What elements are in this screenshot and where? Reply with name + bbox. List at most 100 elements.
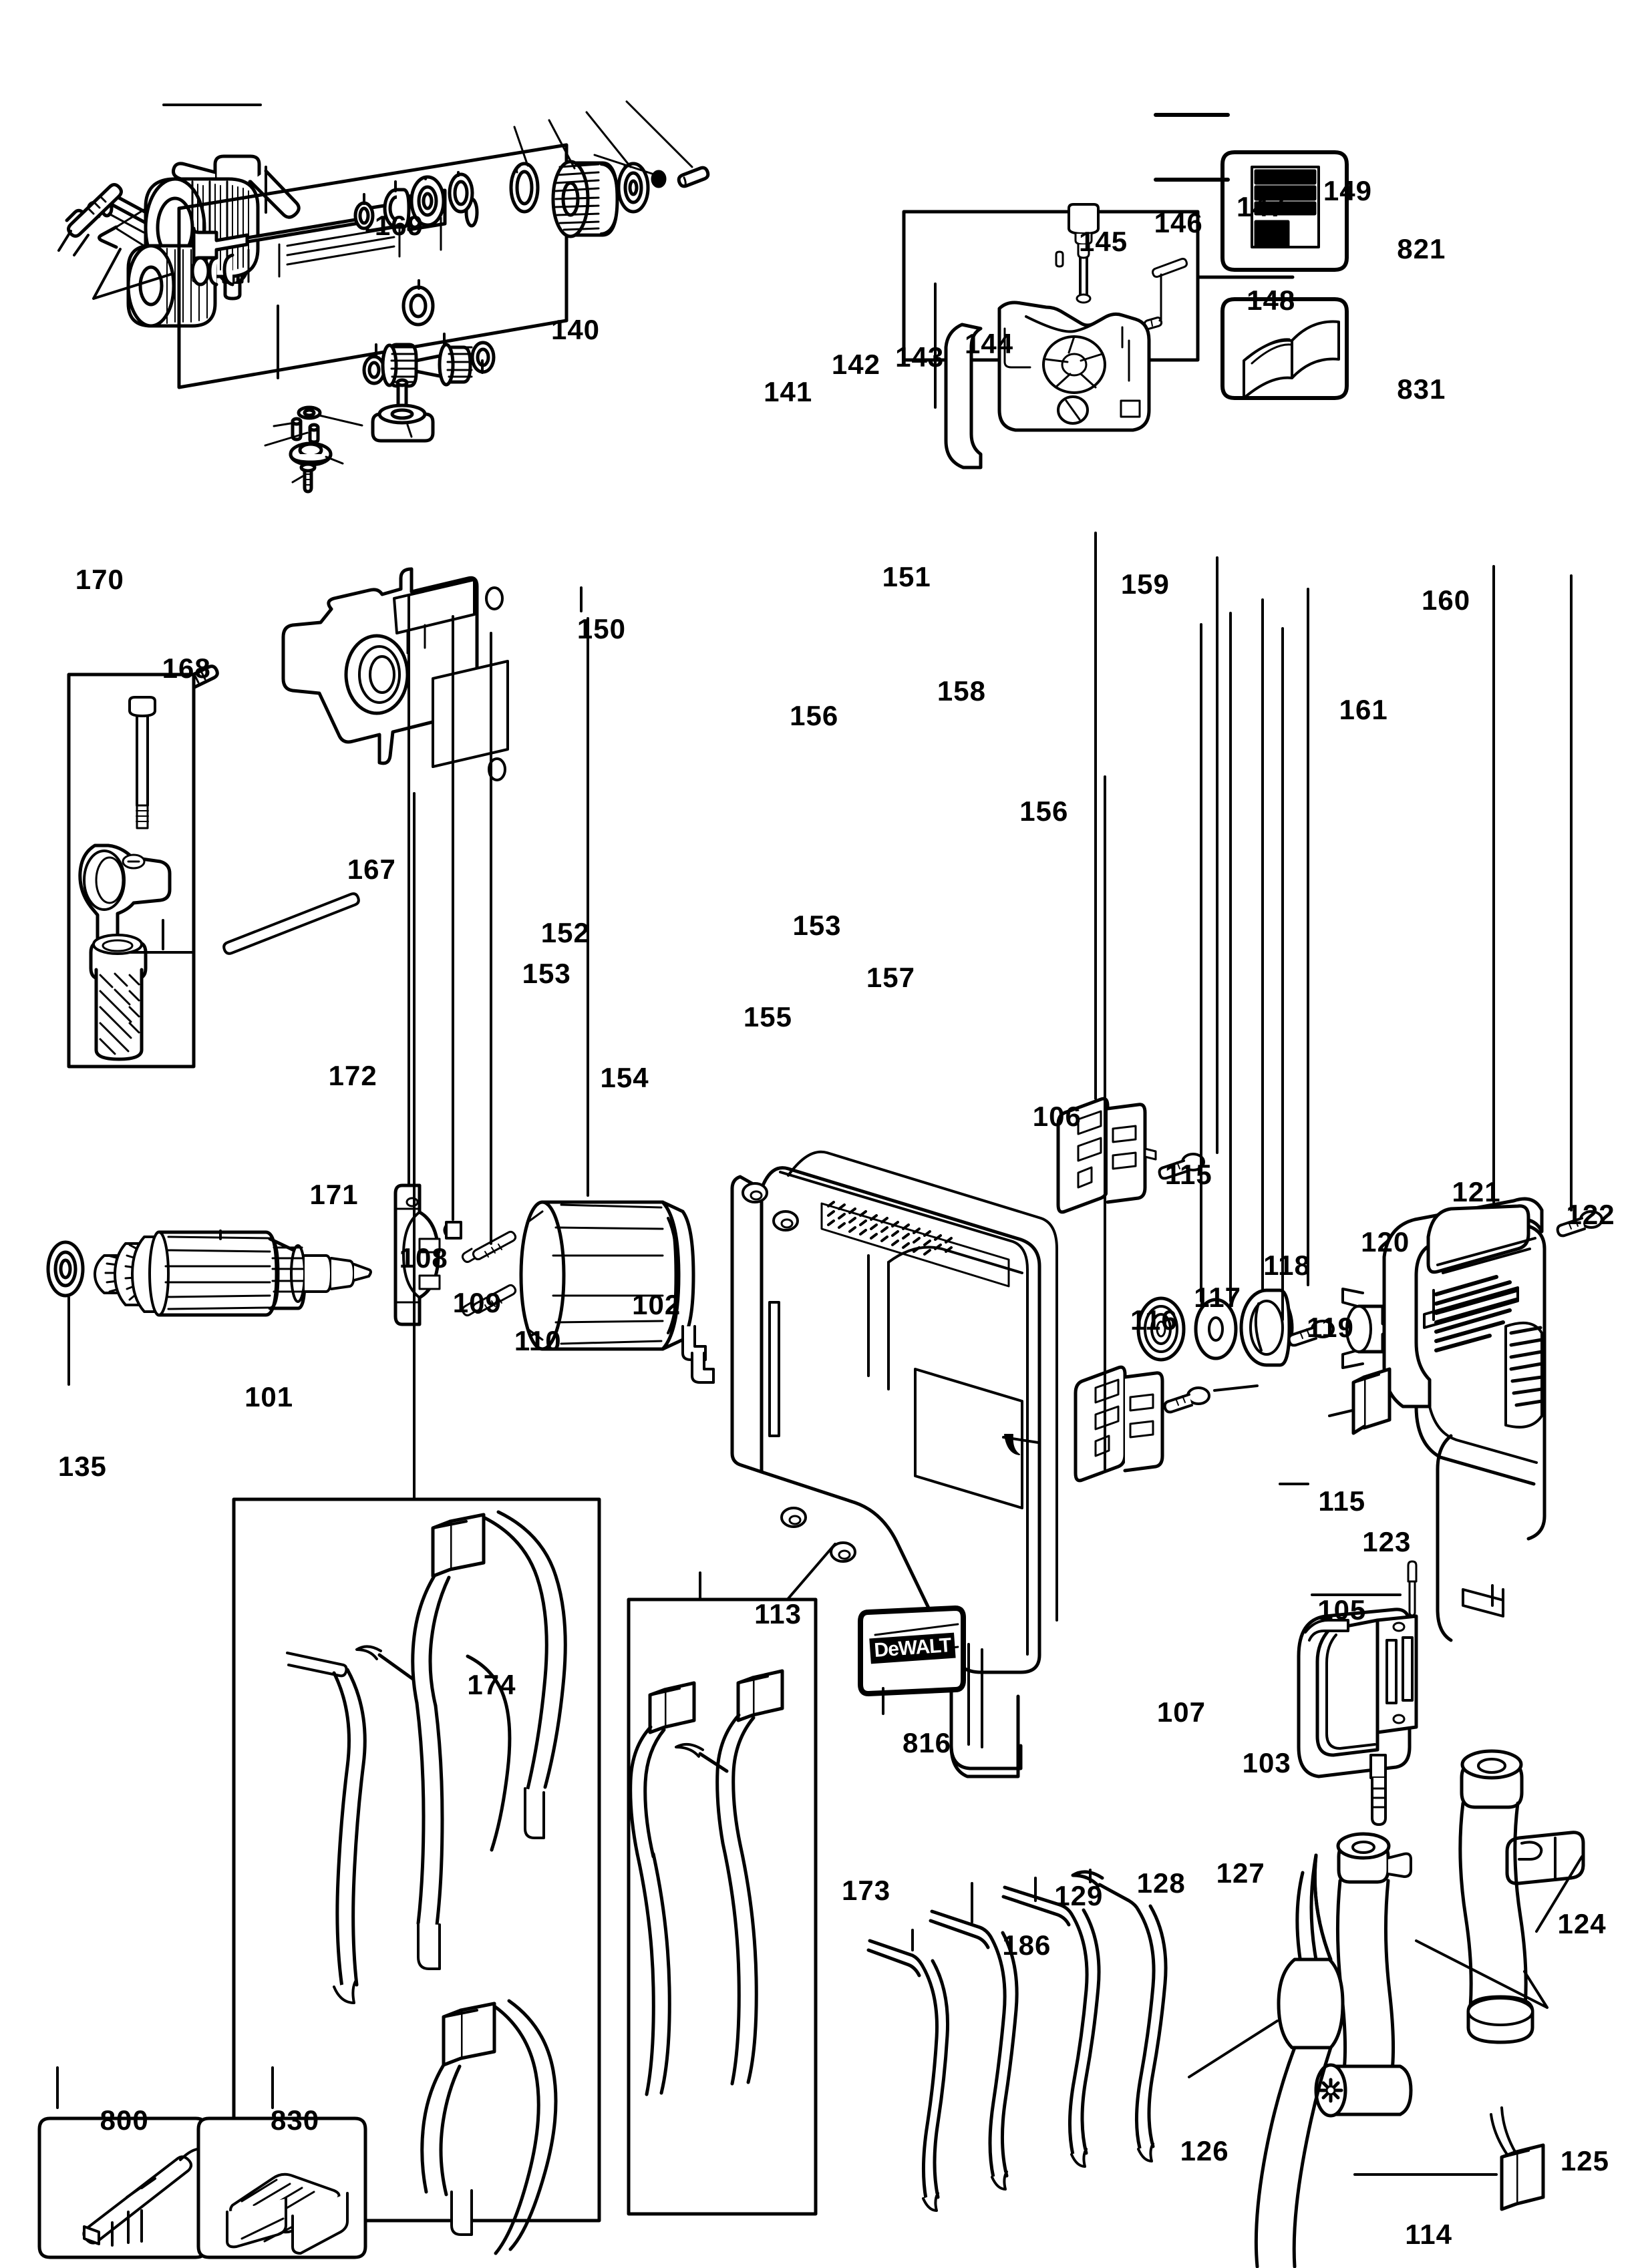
callout-170: 170 (75, 564, 124, 596)
part-115-screw-b (1163, 1386, 1210, 1414)
part-101-armature (94, 1230, 372, 1317)
callout-101: 101 (244, 1381, 294, 1413)
part-146-gear (551, 160, 619, 238)
callout-129: 129 (1054, 1880, 1104, 1912)
callout-174: 174 (467, 1669, 516, 1701)
callout-140: 140 (550, 313, 601, 345)
part-124-cord-clamp (1505, 1831, 1585, 1885)
callout-172: 172 (328, 1060, 377, 1092)
part-118-seal (1239, 1288, 1294, 1367)
callout-831: 831 (1397, 373, 1446, 405)
callout-160: 160 (1422, 584, 1471, 616)
callout-821: 821 (1397, 232, 1446, 264)
part-170-screw (65, 183, 123, 238)
part-107-brush-holder (1074, 1365, 1164, 1483)
part-122-screw (1556, 1210, 1603, 1238)
part-113-housing (730, 1150, 1058, 1778)
callout-125: 125 (1560, 2144, 1609, 2177)
part-109-spacer (443, 1221, 462, 1240)
part-830-box (196, 2116, 367, 2259)
part-145-ring (509, 162, 540, 214)
part-155-cam (289, 441, 333, 467)
part-114-brush (1490, 2106, 1545, 2211)
callout-107: 107 (1156, 1696, 1206, 1728)
callout-108: 108 (399, 1242, 448, 1274)
callout-103: 103 (1242, 1747, 1291, 1779)
callout-151: 151 (882, 561, 931, 593)
part-171-handle-collar (78, 843, 172, 949)
callout-128: 128 (1136, 1867, 1186, 1899)
callout-115-a: 115 (1164, 1158, 1212, 1190)
callout-155: 155 (743, 1000, 792, 1032)
part-174-wire-1 (286, 1652, 367, 2004)
callout-161: 161 (1339, 694, 1388, 726)
callout-142: 142 (831, 348, 880, 380)
callout-102: 102 (632, 1288, 681, 1320)
callout-135: 135 (57, 1451, 107, 1483)
part-149-pin (677, 166, 710, 188)
callout-816: 816 (902, 1726, 952, 1758)
callout-153-a: 153 (792, 910, 842, 942)
callout-119: 119 (1307, 1312, 1354, 1344)
part-103-switch (1297, 1608, 1418, 1826)
callout-123: 123 (1362, 1525, 1412, 1557)
callout-117: 117 (1194, 1281, 1241, 1313)
part-117-washer (1194, 1298, 1238, 1360)
part-172-rod (222, 892, 360, 955)
callout-126: 126 (1180, 2134, 1229, 2166)
part-147-pinion (617, 162, 650, 214)
part-831-manual (1220, 297, 1349, 400)
part-106-brush-holder (1056, 1097, 1157, 1214)
callout-105: 105 (1317, 1593, 1367, 1626)
part-144-washer (448, 172, 474, 214)
part-129-wire (929, 1909, 1019, 2191)
part-160-clutch-knob (1068, 203, 1100, 304)
callout-158: 158 (937, 675, 986, 707)
part-119-screw (1287, 1320, 1335, 1347)
part-173-wire-1 (629, 1681, 696, 2096)
callout-113: 113 (754, 1598, 802, 1630)
part-127-wire (1071, 1870, 1168, 2162)
callout-114: 114 (1405, 2219, 1453, 2251)
part-159-gearcase-half (997, 301, 1151, 432)
part-800-box (37, 2116, 208, 2259)
callout-144: 144 (965, 328, 1014, 360)
callout-800: 800 (100, 2104, 149, 2136)
part-123-brush (1351, 1367, 1392, 1435)
callout-168: 168 (162, 652, 211, 684)
part-125-grip-left (1314, 1832, 1413, 2118)
part-153-pin-b (308, 423, 320, 444)
callout-148: 148 (1247, 285, 1296, 317)
callout-120: 120 (1361, 1226, 1410, 1258)
part-186-wire (866, 1939, 949, 2212)
callout-124: 124 (1557, 1907, 1607, 1939)
callout-146: 146 (1154, 206, 1203, 238)
callout-154: 154 (600, 1061, 649, 1093)
part-154-screw (299, 462, 317, 494)
callout-147: 147 (1236, 190, 1286, 222)
part-120-clamp (1341, 1288, 1394, 1369)
part-171-side-handle-bolt (128, 696, 156, 829)
callout-830: 830 (271, 2104, 320, 2136)
part-102-field (519, 1200, 715, 1384)
callout-186: 186 (1002, 1929, 1051, 1961)
callout-171: 171 (309, 1178, 359, 1210)
part-128-wire (1001, 1885, 1101, 2168)
callout-116: 116 (1130, 1304, 1178, 1336)
part-158-intermediate-shaft (381, 343, 473, 388)
part-156-washer-a (362, 355, 386, 385)
callout-153-b: 153 (522, 957, 571, 989)
part-126-cord (1254, 1853, 1345, 2268)
part-143-bearing (410, 175, 446, 227)
callout-173: 173 (842, 1874, 891, 1906)
callout-159: 159 (1120, 568, 1170, 600)
part-153-ball-a (297, 405, 322, 420)
callout-145: 145 (1079, 225, 1128, 257)
callout-122: 122 (1566, 1199, 1615, 1231)
part-173-wire-2 (675, 1669, 784, 2086)
callout-149: 149 (1323, 174, 1372, 206)
part-151-washer (401, 285, 435, 327)
part-161-pin (1152, 258, 1188, 278)
